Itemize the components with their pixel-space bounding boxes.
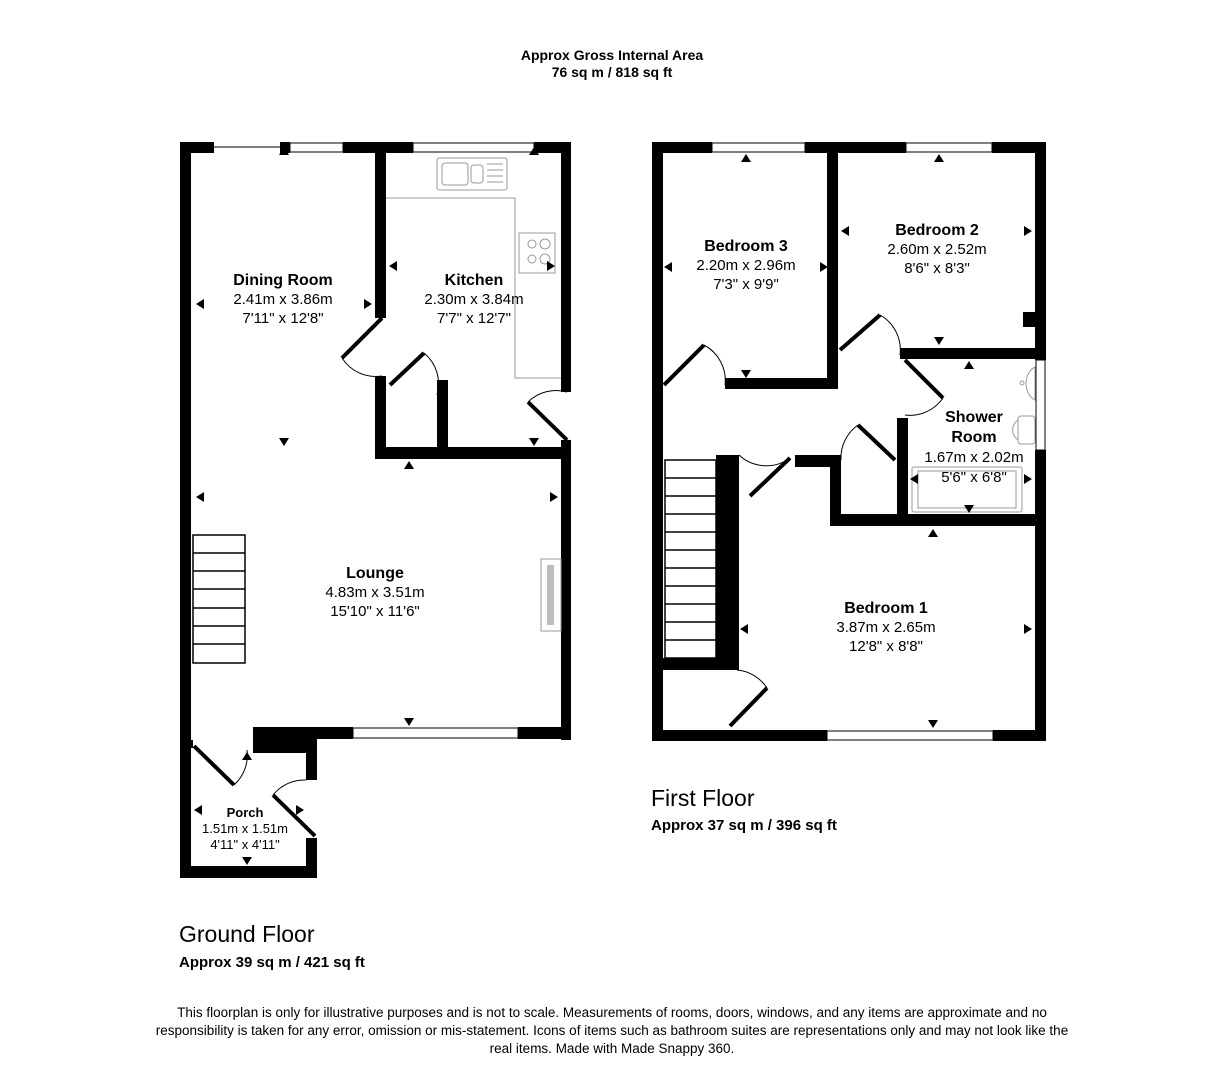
room-name: Lounge (346, 565, 404, 582)
room-metric: 3.87m x 2.65m (836, 619, 936, 636)
room-bedroom-2: Bedroom 2 2.60m x 2.52m 8'6" x 8'3" (887, 221, 986, 278)
room-metric: 1.51m x 1.51m (202, 821, 288, 836)
ground-floor-title: Ground Floor (179, 921, 315, 947)
room-metric: 2.60m x 2.52m (887, 241, 987, 258)
room-metric: 4.83m x 3.51m (325, 584, 425, 601)
room-name: Bedroom 1 (844, 600, 928, 617)
room-bedroom-1: Bedroom 1 3.87m x 2.65m 12'8" x 8'8" (836, 599, 935, 656)
room-shower-room: Shower Room 1.67m x 2.02m 5'6" x 6'8" (924, 408, 1023, 488)
gross-area-value: 76 sq m / 818 sq ft (551, 64, 673, 80)
room-name: Bedroom 3 (704, 238, 788, 255)
room-name-line2: Room (951, 429, 997, 446)
first-floor-area: Approx 37 sq m / 396 sq ft (651, 817, 837, 834)
room-name: Kitchen (444, 272, 504, 289)
room-imperial: 7'3" x 9'9" (713, 276, 779, 293)
room-metric: 2.30m x 3.84m (424, 291, 524, 308)
room-bedroom-3: Bedroom 3 2.20m x 2.96m 7'3" x 9'9" (696, 237, 795, 294)
disclaimer-text: This floorplan is only for illustrative … (155, 1005, 1069, 1056)
room-metric: 2.41m x 3.86m (233, 291, 333, 308)
room-imperial: 7'7" x 12'7" (437, 310, 511, 327)
room-imperial: 12'8" x 8'8" (849, 638, 923, 655)
room-imperial: 5'6" x 6'8" (941, 469, 1007, 486)
room-metric: 2.20m x 2.96m (696, 257, 796, 274)
room-porch: Porch 1.51m x 1.51m 4'11" x 4'11" (202, 805, 288, 853)
room-name: Dining Room (233, 272, 333, 289)
room-metric: 1.67m x 2.02m (924, 449, 1024, 466)
first-floor-title: First Floor (651, 785, 755, 811)
ground-floor-area: Approx 39 sq m / 421 sq ft (179, 954, 365, 971)
room-imperial: 8'6" x 8'3" (904, 260, 970, 277)
room-imperial: 7'11" x 12'8" (242, 310, 324, 327)
room-imperial: 4'11" x 4'11" (210, 837, 280, 852)
room-name-line1: Shower (945, 409, 1003, 426)
room-dining-room: Dining Room 2.41m x 3.86m 7'11" x 12'8" (233, 271, 333, 328)
room-lounge: Lounge 4.83m x 3.51m 15'10" x 11'6" (325, 564, 424, 621)
room-kitchen: Kitchen 2.30m x 3.84m 7'7" x 12'7" (424, 271, 523, 328)
gross-area-title: Approx Gross Internal Area (520, 47, 704, 63)
room-name: Porch (226, 805, 264, 820)
room-name: Bedroom 2 (895, 222, 979, 239)
room-imperial: 15'10" x 11'6" (330, 603, 420, 620)
